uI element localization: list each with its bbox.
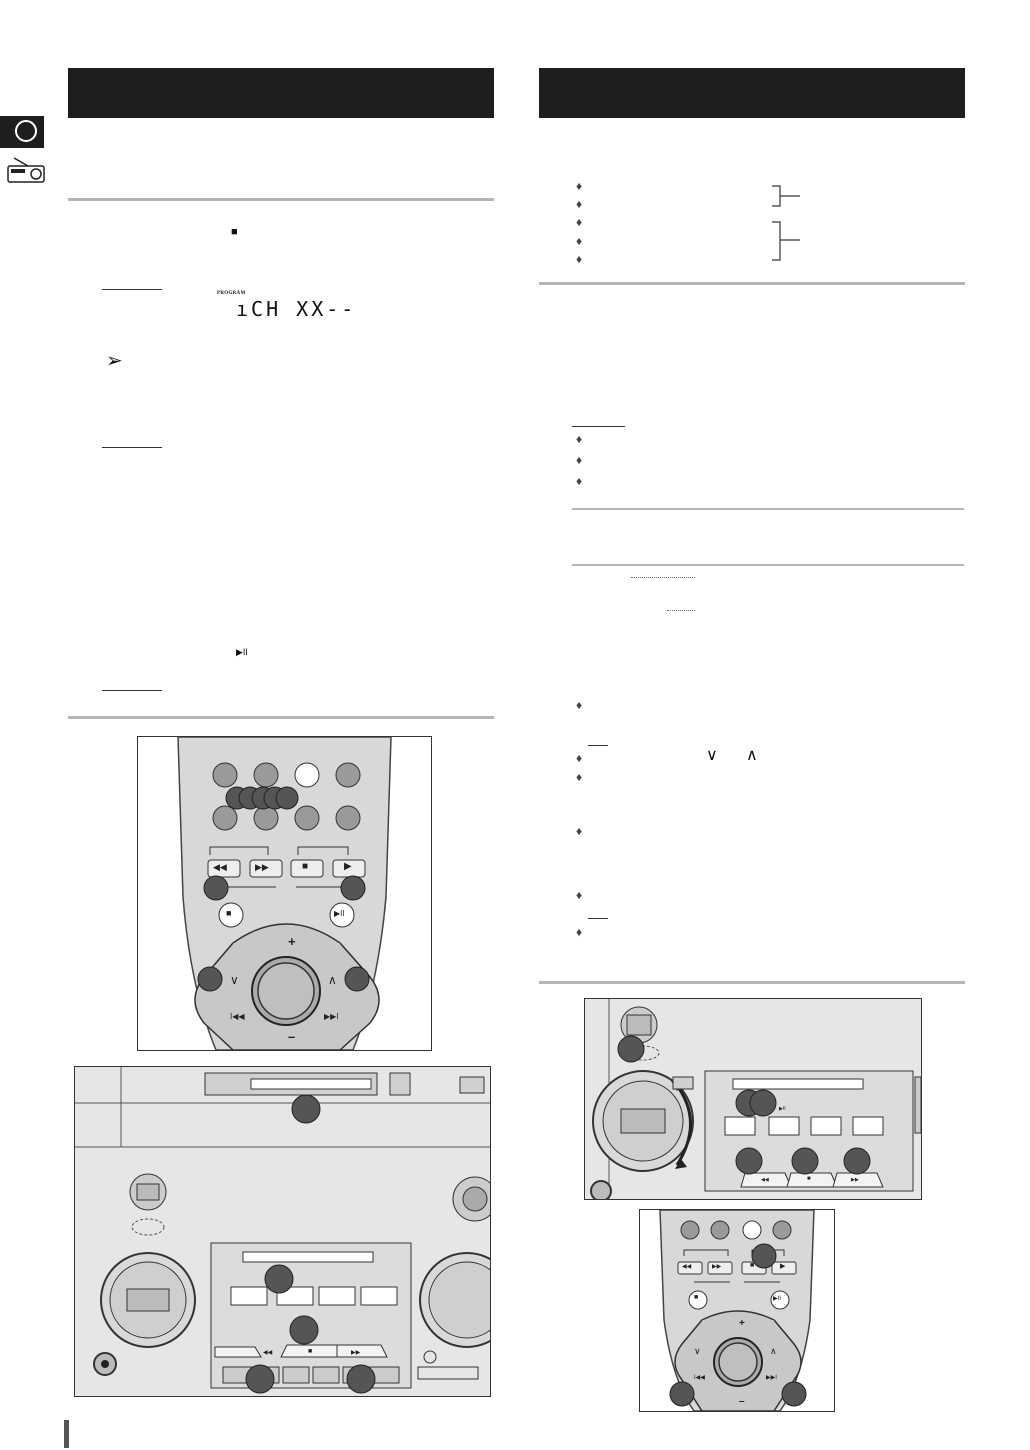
right-divider-3 — [572, 564, 964, 566]
remote-stop-button[interactable]: ■ — [302, 861, 309, 872]
remote-right-play-pause-round-button[interactable]: ▶II — [773, 1296, 781, 1302]
remote-play-pause-round-button[interactable]: ▶II — [334, 909, 345, 918]
note-underline-1 — [102, 289, 162, 290]
unit-right-play-button[interactable]: ▶▶ — [851, 1177, 859, 1183]
language-tab-circle-icon — [15, 120, 37, 142]
remote-rewind-button[interactable]: ◀◀ — [213, 862, 227, 872]
bullet-11: ♦ — [576, 770, 583, 784]
dotted-leader-2 — [667, 610, 695, 611]
right-note-underline-3 — [588, 918, 608, 919]
bullet-7: ♦ — [576, 453, 583, 467]
remote-skip-forward-button[interactable]: ▶▶I — [324, 1012, 339, 1021]
remote-tune-down-button[interactable]: ∨ — [230, 973, 239, 987]
left-divider-1 — [68, 198, 494, 201]
unit-drawing — [75, 1067, 490, 1396]
display-readout: ıCH XX-- — [236, 297, 357, 321]
right-note-underline-2 — [588, 745, 608, 746]
remote-right-stop-round-button[interactable]: ■ — [694, 1294, 699, 1301]
note-underline-2 — [102, 447, 162, 448]
remote-drawing — [177, 737, 392, 1050]
language-tab — [0, 116, 44, 148]
remote-play-button[interactable]: ▶ — [344, 861, 352, 872]
remote-right-volume-down-button[interactable]: – — [739, 1396, 745, 1407]
down-chevron-symbol: ∨ — [706, 747, 718, 764]
left-section-header-bar — [68, 68, 494, 118]
unit-drawing-right — [585, 999, 921, 1199]
remote-right-stop-button[interactable]: ■ — [750, 1262, 755, 1269]
bullet-13: ♦ — [576, 888, 583, 902]
remote-illustration-right: ◀◀ ▶▶ ■ ▶ ■ ▶II + – ∨ ∧ I◀◀ ▶▶I — [639, 1209, 835, 1412]
remote-skip-back-button[interactable]: I◀◀ — [230, 1012, 245, 1021]
unit-fast-forward-button[interactable]: ▶▶ — [351, 1350, 361, 1356]
dotted-leader-1 — [631, 577, 695, 578]
note-underline-3 — [102, 690, 162, 691]
bullet-12: ♦ — [576, 824, 583, 838]
play-pause-symbol: ▶II — [236, 647, 248, 657]
unit-illustration-left: ◀◀ ■ ▶▶ — [74, 1066, 491, 1397]
tip-arrow-icon: ➢ — [106, 350, 123, 372]
bullet-10: ♦ — [576, 751, 583, 765]
remote-right-skip-forward-button[interactable]: ▶▶I — [766, 1375, 777, 1381]
remote-right-skip-back-button[interactable]: I◀◀ — [694, 1375, 705, 1381]
remote-drawing-right — [659, 1210, 815, 1411]
unit-illustration-right: ▶II ◀◀ ■ ▶▶ — [584, 998, 922, 1200]
bullet-14: ♦ — [576, 925, 583, 939]
bullet-3: ♦ — [576, 215, 583, 229]
up-chevron-symbol: ∧ — [746, 747, 758, 764]
radio-icon — [7, 157, 45, 183]
stop-symbol: ■ — [231, 226, 238, 238]
unit-right-rewind-button[interactable]: ◀◀ — [761, 1177, 769, 1183]
remote-tune-up-button[interactable]: ∧ — [328, 973, 337, 987]
remote-illustration-left: ◀◀ ▶▶ ■ ▶ ■ ▶II + – ∨ ∧ I◀◀ ▶▶I — [137, 736, 432, 1051]
bullet-6: ♦ — [576, 432, 583, 446]
remote-right-fast-forward-button[interactable]: ▶▶ — [712, 1264, 722, 1270]
bullet-9: ♦ — [576, 698, 583, 712]
bullet-8: ♦ — [576, 474, 583, 488]
bullet-4: ♦ — [576, 234, 583, 248]
display-program-tag: PROGRAM — [217, 291, 246, 296]
bracket-connectors — [772, 185, 800, 261]
remote-stop-round-button[interactable]: ■ — [226, 908, 232, 918]
remote-volume-up-button[interactable]: + — [288, 934, 296, 949]
right-divider-2 — [572, 508, 964, 510]
bullet-1: ♦ — [576, 179, 583, 193]
bullet-2: ♦ — [576, 197, 583, 211]
right-note-underline-1 — [572, 426, 625, 427]
right-divider-1 — [539, 282, 965, 285]
unit-right-stop-button[interactable]: ■ — [807, 1176, 811, 1182]
remote-right-play-button[interactable]: ▶ — [780, 1263, 786, 1270]
left-divider-2 — [68, 716, 494, 719]
page-marker-bar — [64, 1420, 69, 1448]
remote-right-tune-up-button[interactable]: ∧ — [770, 1346, 777, 1356]
remote-fast-forward-button[interactable]: ▶▶ — [255, 862, 269, 872]
remote-right-rewind-button[interactable]: ◀◀ — [682, 1264, 692, 1270]
unit-right-play-pause-label: ▶II — [779, 1106, 786, 1112]
remote-right-volume-up-button[interactable]: + — [739, 1318, 745, 1329]
remote-volume-down-button[interactable]: – — [288, 1029, 296, 1044]
remote-right-tune-down-button[interactable]: ∨ — [694, 1346, 701, 1356]
bullet-5: ♦ — [576, 252, 583, 266]
unit-stop-button[interactable]: ■ — [308, 1348, 313, 1355]
unit-rewind-button[interactable]: ◀◀ — [263, 1350, 273, 1356]
right-section-header-bar — [539, 68, 965, 118]
right-divider-4 — [539, 981, 965, 984]
